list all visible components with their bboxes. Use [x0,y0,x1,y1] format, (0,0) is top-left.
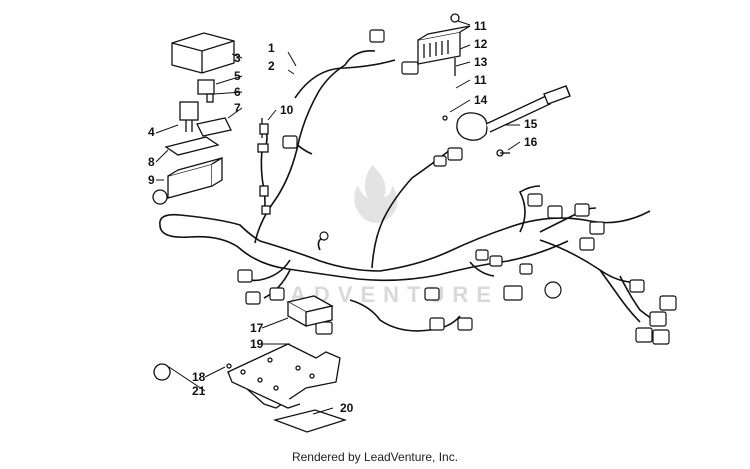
callout-number: 18 [192,370,206,384]
fuse-box-assembly [152,32,235,205]
mounting-plate [153,343,348,433]
callout-number: 8 [148,155,155,169]
voltage-regulator [417,13,510,157]
callout-number: 14 [474,93,488,107]
callout-number: 11 [474,19,487,33]
footer-credit: Rendered by LeadVenture, Inc. [291,450,459,464]
callout-number: 21 [192,384,206,398]
callout-number: 2 [268,59,275,73]
callout-number: 1 [268,41,275,55]
cdi-module [286,295,334,328]
callout-number: 10 [280,103,294,117]
leader-lines [155,20,521,415]
callout-number: 3 [234,51,241,65]
callout-number: 17 [250,321,264,335]
callout-number: 13 [474,55,488,69]
handlebar-switch [456,85,571,141]
sensor-part [257,118,271,215]
callout-number: 20 [340,401,354,415]
callout-number: 4 [148,125,155,139]
callout-number: 12 [474,37,488,51]
callout-number: 6 [234,85,241,99]
callout-number: 9 [148,173,155,187]
callout-number: 19 [250,337,264,351]
callout-number: 7 [234,101,241,115]
callout-number: 11 [474,73,487,87]
callout-number: 16 [524,135,538,149]
callout-number: 5 [234,69,241,83]
callout-number: 15 [524,117,538,131]
harness-connectors [237,29,677,345]
